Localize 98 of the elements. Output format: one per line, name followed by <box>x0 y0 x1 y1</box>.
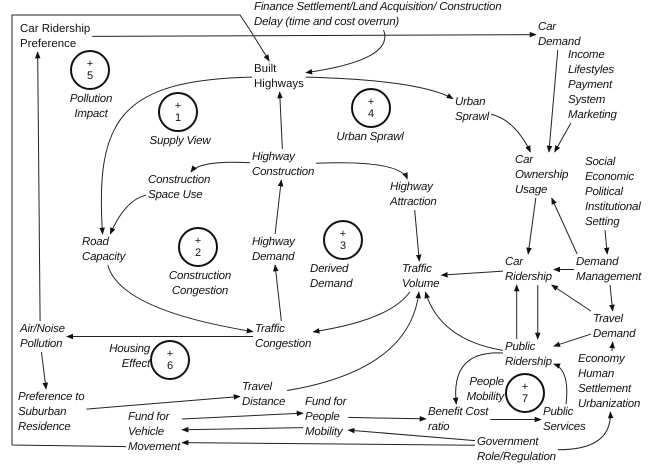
loop-number: 7 <box>522 393 528 405</box>
variable-label: Traffic Congestion <box>255 322 327 352</box>
loop-sign: + <box>522 381 528 393</box>
causal-arrow <box>40 352 48 390</box>
causal-arrow <box>34 51 41 322</box>
loop-number: 3 <box>340 240 346 252</box>
causal-arrow <box>305 76 454 100</box>
loop-name: Housing Effect <box>108 342 150 372</box>
causal-arrow <box>110 194 146 235</box>
causal-arrow <box>99 76 252 235</box>
loop-number: 1 <box>174 112 182 124</box>
causal-arrow <box>551 197 578 254</box>
causal-arrow <box>424 291 504 351</box>
variable-label: Fund for People Mobility <box>305 395 359 440</box>
loop-number: 6 <box>166 360 174 372</box>
causal-arrow <box>553 334 592 347</box>
causal-arrow <box>609 341 615 352</box>
causal-arrow <box>490 114 531 153</box>
loop-sign: + <box>340 228 346 240</box>
causal-arrow <box>107 264 254 334</box>
loop-number: 5 <box>86 70 94 82</box>
causal-arrow <box>182 410 304 420</box>
variable-label: Urban Sprawl <box>455 95 500 125</box>
variable-label: Travel Distance <box>242 380 294 410</box>
variable-label: Finance Settlement/Land Acquisition/ Construction Delay (time and cost overrun) <box>254 0 504 30</box>
loop-circle <box>505 373 545 413</box>
loop-sign: + <box>174 100 182 112</box>
causal-arrow <box>490 416 542 422</box>
variable-label: Benefit Cost ratio <box>428 405 490 435</box>
causal-arrow <box>86 394 241 410</box>
variable-label: Car Ridership Preference <box>20 22 120 52</box>
loop-sign: + <box>194 235 202 247</box>
causal-arrow <box>534 284 541 340</box>
causal-arrow <box>526 198 536 255</box>
loop-sign: + <box>368 96 374 108</box>
variable-label: Car Demand <box>538 20 588 50</box>
causal-arrow <box>604 230 610 255</box>
loop-name: Construction Congestion <box>168 269 232 299</box>
causal-arrow <box>277 91 283 150</box>
variable-label: Preference to Suburban Residence <box>18 390 100 435</box>
causal-arrow <box>414 210 422 262</box>
causal-arrow <box>66 334 254 340</box>
causal-arrow <box>12 14 270 448</box>
variable-label: Car Ridership <box>505 255 563 285</box>
loop-circle <box>70 50 110 90</box>
causal-arrow <box>348 416 427 422</box>
causal-arrow <box>92 32 537 38</box>
causal-arrow <box>274 179 284 234</box>
loop-number: 2 <box>194 247 202 259</box>
variable-label: Social Economic Political Institutional Setting <box>585 155 657 230</box>
loop-circle <box>150 340 190 380</box>
variable-label: Highway Construction <box>252 150 327 180</box>
causal-arrow <box>557 411 614 450</box>
variable-label: Government Role/Regulation <box>477 435 571 465</box>
causal-arrow <box>312 292 410 334</box>
loop-circle <box>323 220 363 260</box>
variable-label: Highway Demand <box>252 235 307 265</box>
loop-name: Supply View <box>148 134 212 149</box>
loop-circle <box>351 88 391 128</box>
causal-arrow <box>553 266 574 272</box>
causal-arrow <box>348 428 476 442</box>
loop-sign: + <box>86 58 94 70</box>
variable-label: Income Lifestyles Payment System Marketing <box>568 48 630 123</box>
variable-label: Public Ridership <box>505 340 563 370</box>
causal-arrow <box>514 284 520 340</box>
variable-label: Traffic Volume <box>402 262 452 292</box>
causal-arrow <box>551 284 592 312</box>
variable-label: Car Ownership Usage <box>515 153 577 198</box>
causal-arrow <box>316 162 408 180</box>
causal-arrow <box>286 291 421 392</box>
loop-name: Pollution Impact <box>68 92 114 122</box>
loop-name: People Mobility <box>466 375 504 405</box>
variable-label: Road Capacity <box>82 235 137 265</box>
causal-arrow <box>546 50 558 153</box>
causal-arrow <box>440 270 504 278</box>
causal-arrow <box>609 284 615 312</box>
variable-label: Demand Management <box>576 255 660 285</box>
variable-label: Highway Attraction <box>390 180 450 210</box>
variable-label: Construction Space Use <box>148 173 223 203</box>
variable-label: Built Highways <box>254 62 316 92</box>
causal-arrow <box>273 264 282 322</box>
variable-label: Economy Human Settlement Urbanization <box>578 352 658 412</box>
variable-label: Travel Demand <box>593 312 649 342</box>
loop-sign: + <box>166 348 174 360</box>
loop-circle <box>158 92 198 132</box>
loop-circle <box>178 227 218 267</box>
causal-arrow <box>190 162 250 172</box>
causal-arrow <box>553 363 568 404</box>
variable-label: Fund for Vehicle Movement <box>128 410 186 455</box>
causal-arrow <box>181 440 476 446</box>
causal-arrow <box>181 426 304 432</box>
causal-arrow <box>453 352 504 405</box>
causal-arrow <box>554 122 572 153</box>
loop-name: Urban Sprawl <box>335 130 405 145</box>
causal-arrow <box>305 30 386 74</box>
variable-label: Air/Noise Pollution <box>20 322 78 352</box>
loop-number: 4 <box>368 108 374 120</box>
loop-name: Derived Demand <box>310 262 354 292</box>
